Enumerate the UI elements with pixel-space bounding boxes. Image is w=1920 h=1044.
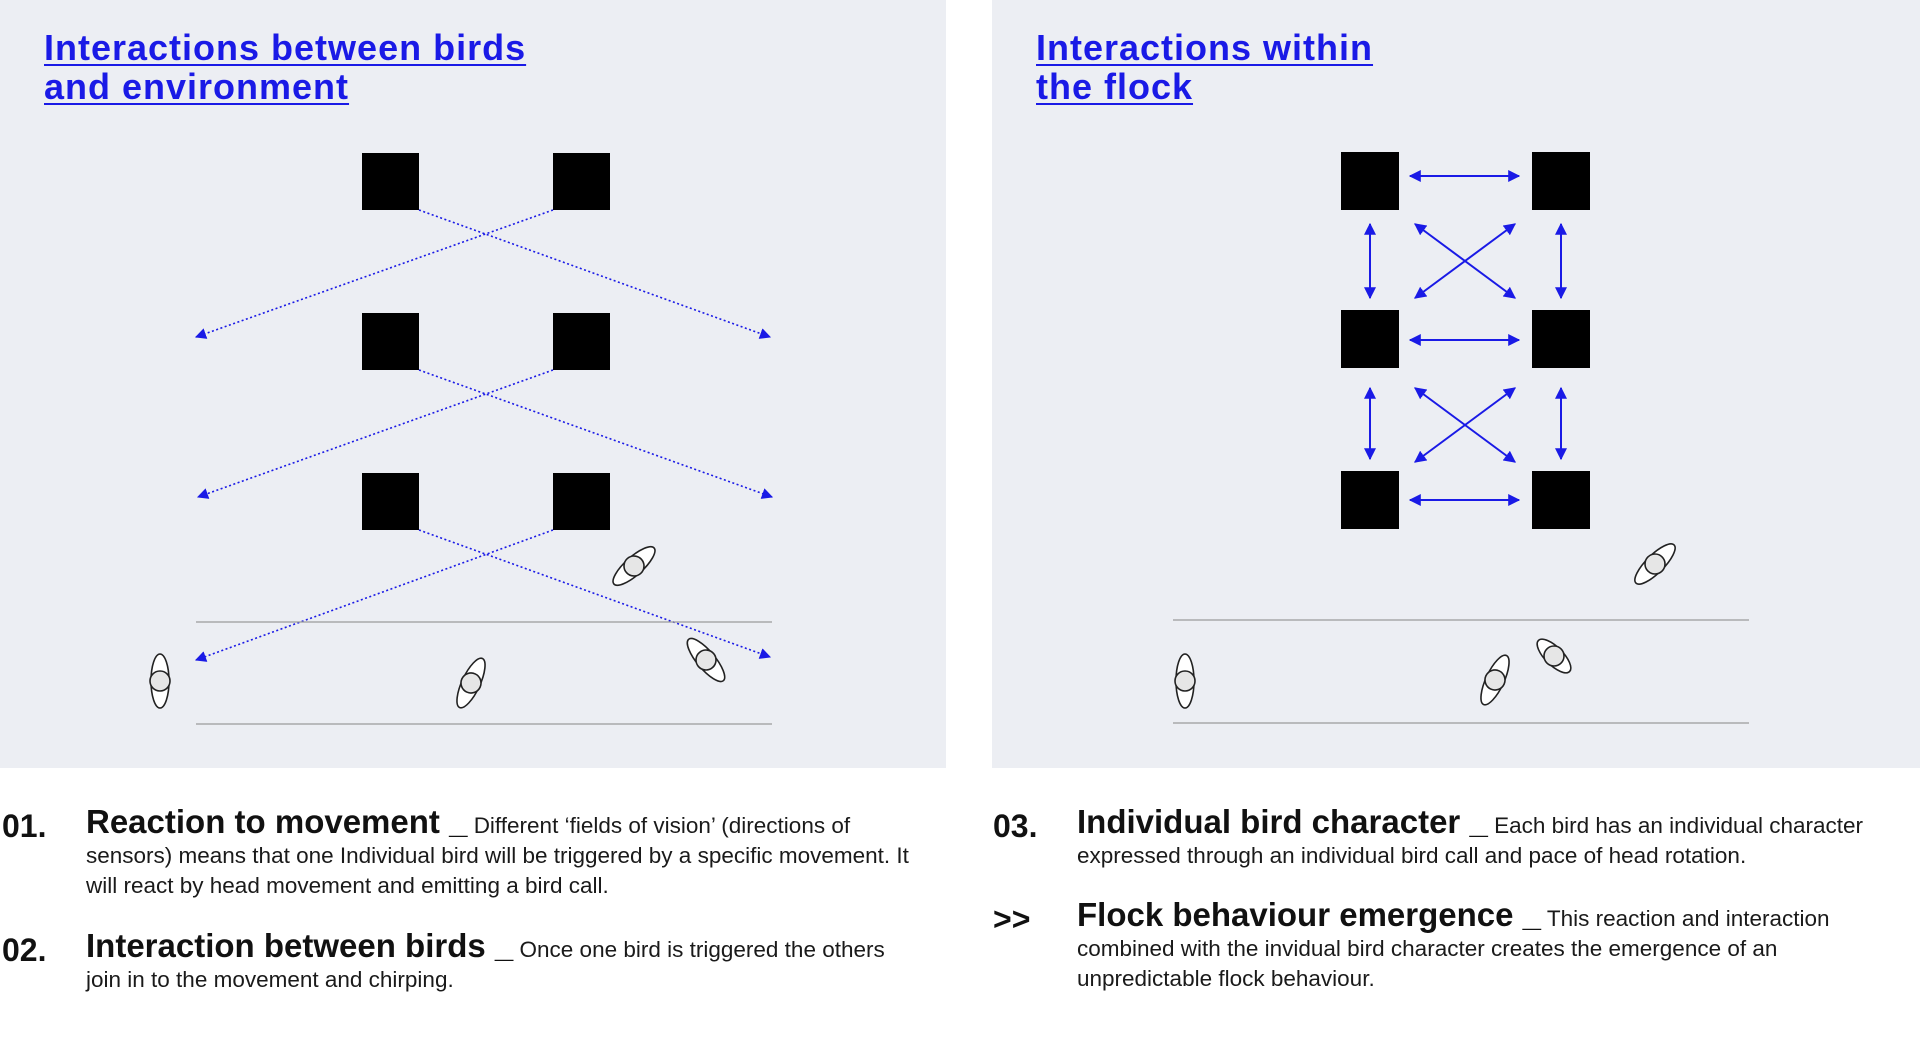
panel-title-birds-environment: Interactions between birds and environme… bbox=[44, 28, 526, 106]
sensor-arrow bbox=[418, 529, 772, 659]
item-text: Once one bird is triggered the others jo… bbox=[86, 937, 885, 992]
node-box bbox=[362, 473, 419, 530]
interaction-arrow bbox=[1414, 387, 1516, 463]
item-heading: Individual bird character _ bbox=[1077, 803, 1488, 840]
pedestrian-icon bbox=[1536, 638, 1572, 674]
panel-flock-interactions: Interactions within the flock bbox=[992, 0, 1920, 768]
description-item: 03. Individual bird character _ Each bir… bbox=[993, 805, 1893, 877]
item-heading: Interaction between birds _ bbox=[86, 927, 514, 964]
pedestrian-icon bbox=[149, 653, 171, 709]
item-text: Each bird has an individual character ex… bbox=[1077, 813, 1864, 868]
item-heading: Reaction to movement _ bbox=[86, 803, 468, 840]
node-box bbox=[1341, 152, 1399, 210]
title-line-1: Interactions within bbox=[1036, 27, 1374, 68]
description-item: 02. Interaction between birds _ Once one… bbox=[2, 929, 912, 1001]
description-item: 01. Reaction to movement _ Different ‘fi… bbox=[2, 805, 912, 907]
sensor-arrow bbox=[194, 529, 554, 662]
diagram-flock-interactions bbox=[1173, 152, 1749, 724]
pedestrian-icon bbox=[612, 545, 656, 587]
title-line-2: and environment bbox=[44, 66, 350, 107]
item-number: 02. bbox=[2, 932, 47, 968]
item-text: Different ‘fields of vision’ (directions… bbox=[86, 813, 909, 898]
node-box bbox=[362, 153, 419, 210]
title-line-2: the flock bbox=[1036, 66, 1194, 107]
item-body: Interaction between birds _ Once one bir… bbox=[86, 929, 912, 995]
pedestrian-icon bbox=[456, 657, 486, 709]
item-text: This reaction and interaction combined w… bbox=[1077, 906, 1830, 991]
node-box bbox=[553, 313, 610, 370]
item-number: 03. bbox=[993, 808, 1038, 844]
node-box bbox=[1532, 471, 1590, 529]
item-body: Reaction to movement _ Different ‘fields… bbox=[86, 805, 912, 901]
sensor-arrow bbox=[418, 209, 772, 339]
item-number: 01. bbox=[2, 808, 47, 844]
panel-title-flock-interactions: Interactions within the flock bbox=[1036, 28, 1373, 106]
pedestrian-icon bbox=[1634, 543, 1676, 585]
sensor-arrow bbox=[194, 209, 554, 339]
title-line-1: Interactions between birds bbox=[44, 27, 527, 68]
node-box bbox=[362, 313, 419, 370]
node-box bbox=[1532, 310, 1590, 368]
pedestrian-icon bbox=[1174, 653, 1196, 709]
pedestrian-icon bbox=[686, 637, 726, 683]
node-box bbox=[1341, 310, 1399, 368]
interaction-arrow bbox=[1414, 223, 1516, 299]
node-box bbox=[553, 153, 610, 210]
item-number: >> bbox=[993, 901, 1031, 937]
item-body: Individual bird character _ Each bird ha… bbox=[1077, 805, 1893, 871]
item-body: Flock behaviour emergence _ This reactio… bbox=[1077, 898, 1893, 994]
node-box bbox=[1341, 471, 1399, 529]
description-item: >> Flock behaviour emergence _ This reac… bbox=[993, 898, 1893, 1000]
node-box bbox=[1532, 152, 1590, 210]
diagram-birds-environment bbox=[149, 153, 774, 725]
pedestrian-icon bbox=[1480, 654, 1510, 706]
node-box bbox=[553, 473, 610, 530]
item-heading: Flock behaviour emergence _ bbox=[1077, 896, 1542, 933]
panel-birds-environment: Interactions between birds and environme… bbox=[0, 0, 946, 768]
